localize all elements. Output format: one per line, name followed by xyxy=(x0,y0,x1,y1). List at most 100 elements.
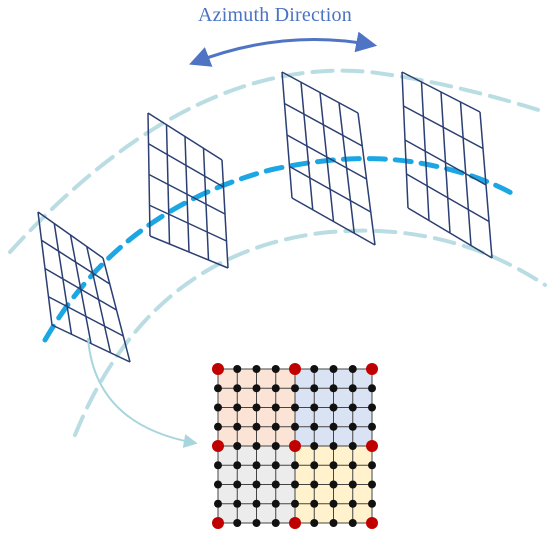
grid-node-black xyxy=(348,480,357,489)
grid-panel-4 xyxy=(401,71,493,259)
panel-4-vline xyxy=(479,111,493,259)
panel-1-vline xyxy=(102,257,131,363)
grid-node-black xyxy=(310,365,319,373)
azimuth-direction-title: Azimuth Direction xyxy=(198,4,352,26)
control-node-red xyxy=(366,363,378,375)
panel-1-hline xyxy=(48,296,124,337)
grid-node-black xyxy=(214,384,222,393)
panel-2-hline xyxy=(149,235,229,269)
panel-group xyxy=(37,71,493,363)
grid-node-black xyxy=(233,384,242,393)
grid-node-black xyxy=(252,519,261,527)
outer-dashed-path-top xyxy=(8,68,547,254)
grid-node-black xyxy=(252,480,261,489)
control-node-red xyxy=(366,440,378,452)
grid-node-black xyxy=(252,365,261,373)
grid-node-black xyxy=(329,384,338,393)
grid-node-black xyxy=(329,422,338,431)
grid-node-black xyxy=(233,519,242,527)
panel-3-hline xyxy=(289,165,372,213)
panel-2-hline xyxy=(148,173,226,215)
control-node-red xyxy=(212,440,224,452)
panel-4-hline xyxy=(407,207,493,259)
grid-node-black xyxy=(348,384,357,393)
center-dashed-path xyxy=(42,156,518,343)
panel-3-vline xyxy=(338,102,355,234)
grid-node-black xyxy=(348,422,357,431)
grid-node-black xyxy=(252,384,261,393)
control-node-red xyxy=(366,517,378,529)
grid-node-black xyxy=(291,403,299,412)
grid-node-black xyxy=(368,384,376,393)
control-node-red xyxy=(212,517,224,529)
panel-3-hline xyxy=(291,197,376,246)
grid-node-black xyxy=(271,384,280,393)
grid-node-black xyxy=(271,519,280,527)
grid-node-black xyxy=(252,422,261,431)
callout-arrow xyxy=(87,337,198,448)
panel-1-hline xyxy=(51,324,131,363)
grid-node-black xyxy=(368,422,376,431)
grid-node-black xyxy=(368,480,376,489)
grid-node-black xyxy=(291,499,299,508)
control-node-red xyxy=(212,363,224,375)
grid-node-black xyxy=(310,480,319,489)
panel-1-hline xyxy=(44,267,117,311)
grid-node-black xyxy=(310,519,319,527)
grid-node-black xyxy=(329,403,338,412)
grid-node-black xyxy=(233,365,242,373)
grid-node-black xyxy=(310,422,319,431)
grid-node-black xyxy=(214,499,222,508)
grid-node-black xyxy=(348,365,357,373)
grid-node-black xyxy=(214,422,222,431)
azimuth-double-arrow xyxy=(189,31,378,67)
panel-2-hline xyxy=(149,204,227,242)
grid-node-black xyxy=(271,365,280,373)
grid-node-black xyxy=(329,519,338,527)
grid-node-black xyxy=(368,499,376,508)
grid-node-black xyxy=(271,442,280,450)
grid-node-black xyxy=(310,499,319,508)
grid-node-black xyxy=(310,403,319,412)
grid-panel-2 xyxy=(147,112,229,269)
grid-node-black xyxy=(348,519,357,527)
grid-node-black xyxy=(233,422,242,431)
grid-node-black xyxy=(271,461,280,470)
grid-node-black xyxy=(252,461,261,470)
grid-node-black xyxy=(271,403,280,412)
panel-4-hline xyxy=(406,173,490,223)
grid-node-black xyxy=(252,403,261,412)
grid-node-black xyxy=(214,480,222,489)
grid-node-black xyxy=(291,461,299,470)
grid-node-black xyxy=(233,480,242,489)
grid-node-black xyxy=(271,480,280,489)
grid-node-black xyxy=(291,480,299,489)
grid-node-black xyxy=(329,499,338,508)
grid-node-black xyxy=(329,442,338,450)
grid-node-black xyxy=(252,499,261,508)
grid-node-black xyxy=(368,461,376,470)
grid-node-black xyxy=(329,480,338,489)
grid-node-black xyxy=(310,442,319,450)
detail-grid xyxy=(212,363,378,529)
grid-node-black xyxy=(233,442,242,450)
grid-node-black xyxy=(348,442,357,450)
grid-node-black xyxy=(329,461,338,470)
grid-node-black xyxy=(233,403,242,412)
grid-node-black xyxy=(368,403,376,412)
grid-node-black xyxy=(310,384,319,393)
grid-node-black xyxy=(291,384,299,393)
grid-node-black xyxy=(233,499,242,508)
panel-4-hline xyxy=(404,139,487,186)
control-node-red xyxy=(289,517,301,529)
grid-node-black xyxy=(348,403,357,412)
grid-node-black xyxy=(348,461,357,470)
control-node-red xyxy=(289,440,301,452)
grid-node-black xyxy=(271,499,280,508)
panel-2-vline xyxy=(221,159,229,269)
panel-3-vline xyxy=(357,112,376,246)
grid-panel-1 xyxy=(37,211,131,363)
control-node-red xyxy=(289,363,301,375)
grid-node-black xyxy=(329,365,338,373)
